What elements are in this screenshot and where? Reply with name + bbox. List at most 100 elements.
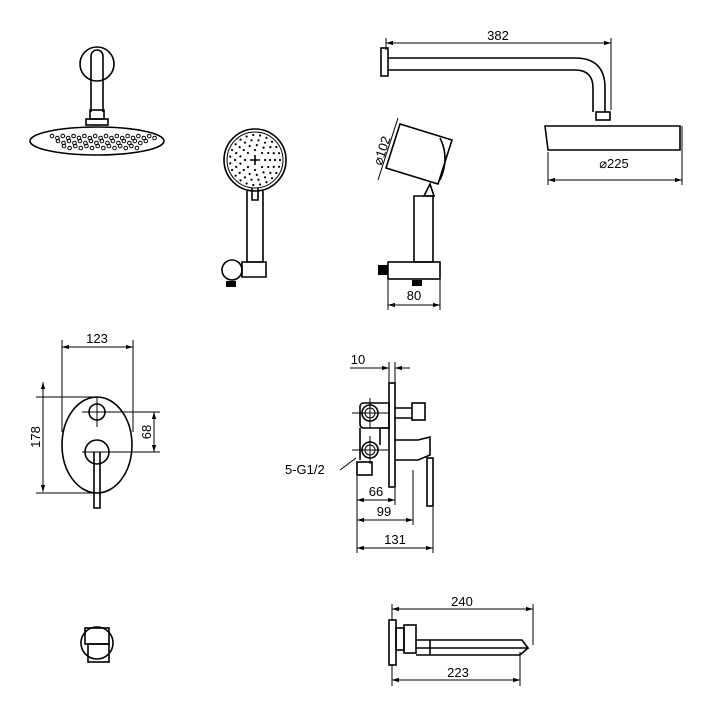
dim-spout-length-223: 223 — [447, 665, 469, 680]
rain-shower-side-view: 382 ⌀225 — [380, 28, 683, 185]
nozzle — [123, 145, 129, 151]
nozzle — [278, 158, 282, 162]
nozzle — [117, 143, 123, 149]
nozzle — [242, 148, 245, 152]
rain-head-nozzles — [49, 133, 157, 151]
nozzle — [129, 143, 134, 149]
nozzle — [272, 152, 275, 155]
nozzle — [239, 155, 242, 158]
nozzle — [89, 145, 95, 151]
nozzle — [273, 158, 277, 162]
nozzle — [238, 171, 241, 174]
nozzle — [125, 133, 130, 139]
nozzle — [248, 172, 251, 176]
nozzle — [88, 138, 94, 144]
nozzle — [245, 135, 248, 138]
spout-side-view: 240 223 — [388, 594, 534, 686]
nozzle — [61, 143, 67, 149]
nozzle — [255, 144, 258, 147]
nozzle — [230, 148, 234, 152]
nozzle — [246, 165, 250, 169]
nozzle — [269, 146, 272, 149]
nozzle — [248, 144, 251, 148]
nozzle — [138, 140, 143, 146]
nozzle — [262, 171, 265, 174]
rain-shower-front-view — [29, 46, 165, 156]
nozzle — [255, 173, 258, 176]
nozzle — [55, 135, 60, 141]
dim-spout-length-240: 240 — [451, 594, 473, 609]
dim-rain-head-diameter: ⌀225 — [599, 156, 629, 171]
valve-plate-front-view: 123 178 68 — [28, 331, 160, 509]
nozzle — [234, 143, 237, 146]
nozzle — [265, 181, 268, 184]
nozzle — [263, 176, 267, 179]
nozzle — [253, 168, 257, 172]
nozzle — [152, 135, 157, 141]
nozzle — [263, 158, 267, 162]
nozzle — [229, 155, 232, 158]
nozzle — [277, 165, 281, 168]
nozzle — [239, 138, 242, 141]
nozzle — [121, 138, 127, 144]
nozzle — [101, 145, 106, 151]
nozzle — [234, 174, 237, 177]
nozzle — [270, 177, 274, 180]
nozzle — [239, 162, 242, 165]
nozzle — [60, 133, 66, 139]
nozzle — [143, 138, 149, 144]
nozzle — [114, 133, 120, 139]
nozzle — [245, 182, 248, 185]
nozzle — [258, 134, 262, 137]
nozzle — [260, 165, 264, 169]
nozzle — [110, 138, 116, 144]
spout-front-view — [80, 626, 114, 663]
nozzle — [252, 183, 255, 187]
nozzle — [260, 151, 264, 155]
nozzle — [252, 133, 255, 137]
valve-side-view: 10 5-G1/2 66 99 131 — [285, 352, 434, 553]
nozzle — [230, 168, 234, 172]
nozzle — [243, 176, 247, 179]
nozzle — [229, 162, 232, 165]
dim-plate-height: 178 — [28, 426, 43, 448]
nozzle — [267, 165, 270, 169]
nozzle — [275, 145, 278, 149]
dim-holder-depth: 80 — [407, 288, 421, 303]
nozzle — [275, 171, 278, 175]
nozzle — [67, 145, 72, 151]
dim-valve-depth-131: 131 — [384, 532, 406, 547]
nozzle — [238, 146, 241, 149]
nozzle — [136, 133, 141, 139]
nozzle — [66, 138, 72, 144]
nozzle — [127, 140, 132, 146]
nozzle — [112, 145, 117, 151]
dim-handle-spacing: 68 — [139, 425, 154, 439]
nozzle — [263, 141, 267, 144]
nozzle — [246, 151, 250, 155]
dim-plate-width: 123 — [86, 331, 108, 346]
nozzle — [269, 171, 272, 174]
nozzle — [272, 165, 275, 168]
nozzle — [253, 148, 257, 152]
nozzle — [242, 168, 245, 172]
nozzle — [250, 139, 253, 142]
dim-arm-length: 382 — [487, 28, 509, 43]
nozzle — [146, 133, 152, 139]
nozzle — [267, 151, 270, 155]
nozzle — [99, 138, 105, 144]
nozzle — [257, 139, 260, 142]
label-connections: 5-G1/2 — [285, 462, 325, 477]
nozzle — [243, 158, 247, 162]
nozzle — [71, 133, 76, 139]
nozzle — [258, 183, 262, 186]
nozzle — [243, 141, 247, 144]
dim-plate-thickness: 10 — [351, 352, 365, 367]
dim-valve-depth-66: 66 — [369, 484, 383, 499]
nozzle — [270, 140, 274, 143]
nozzle — [55, 138, 61, 144]
nozzle — [49, 133, 55, 139]
nozzle — [72, 143, 78, 149]
nozzle — [239, 179, 242, 182]
